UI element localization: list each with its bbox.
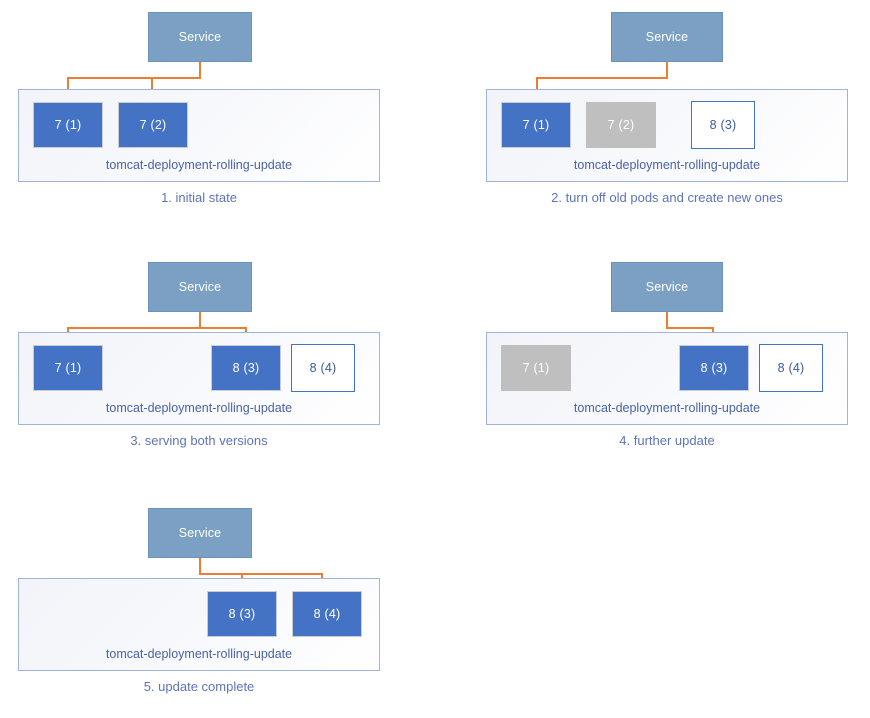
- pod-box[interactable]: 8 (4): [292, 591, 362, 637]
- pod-box[interactable]: 8 (4): [759, 344, 823, 392]
- connector-trunk: [666, 62, 668, 78]
- service-box[interactable]: Service: [148, 262, 252, 312]
- service-box[interactable]: Service: [611, 12, 723, 62]
- panel-caption: 3. serving both versions: [130, 433, 268, 448]
- panel-caption: 5. update complete: [143, 679, 255, 694]
- connector-branch-left: [67, 77, 69, 96]
- service-box[interactable]: Service: [148, 508, 252, 558]
- panel-caption: 1. initial state: [161, 190, 237, 205]
- connector-crossbar: [67, 327, 247, 329]
- pod-box[interactable]: 7 (1): [33, 345, 103, 391]
- pod-box[interactable]: 8 (3): [691, 101, 755, 149]
- pod-box[interactable]: 7 (2): [118, 102, 188, 148]
- connector-crossbar: [199, 573, 323, 575]
- deployment-label: tomcat-deployment-rolling-update: [105, 647, 293, 661]
- deployment-label: tomcat-deployment-rolling-update: [573, 158, 761, 172]
- deployment-label: tomcat-deployment-rolling-update: [105, 401, 293, 415]
- pod-box[interactable]: 8 (3): [679, 345, 749, 391]
- connector-branch-left: [536, 77, 538, 96]
- connector-trunk: [199, 62, 201, 78]
- deployment-label: tomcat-deployment-rolling-update: [573, 401, 761, 415]
- connector-trunk: [199, 558, 201, 574]
- connector-trunk: [666, 312, 668, 328]
- pod-box[interactable]: 7 (2): [586, 102, 656, 148]
- connector-crossbar: [666, 327, 714, 329]
- pod-box[interactable]: 8 (4): [291, 344, 355, 392]
- pod-box[interactable]: 8 (3): [211, 345, 281, 391]
- connector-crossbar: [67, 77, 201, 79]
- pod-box[interactable]: 7 (1): [33, 102, 103, 148]
- pod-box[interactable]: 7 (1): [501, 102, 571, 148]
- connector-crossbar: [536, 77, 668, 79]
- pod-box[interactable]: 8 (3): [207, 591, 277, 637]
- service-box[interactable]: Service: [148, 12, 252, 62]
- panel-caption: 4. further update: [619, 433, 715, 448]
- panel-caption: 2. turn off old pods and create new ones: [551, 190, 783, 205]
- pod-box[interactable]: 7 (1): [501, 345, 571, 391]
- connector-branch-right: [151, 77, 153, 96]
- service-box[interactable]: Service: [611, 262, 723, 312]
- connector-trunk: [199, 312, 201, 328]
- deployment-label: tomcat-deployment-rolling-update: [105, 158, 293, 172]
